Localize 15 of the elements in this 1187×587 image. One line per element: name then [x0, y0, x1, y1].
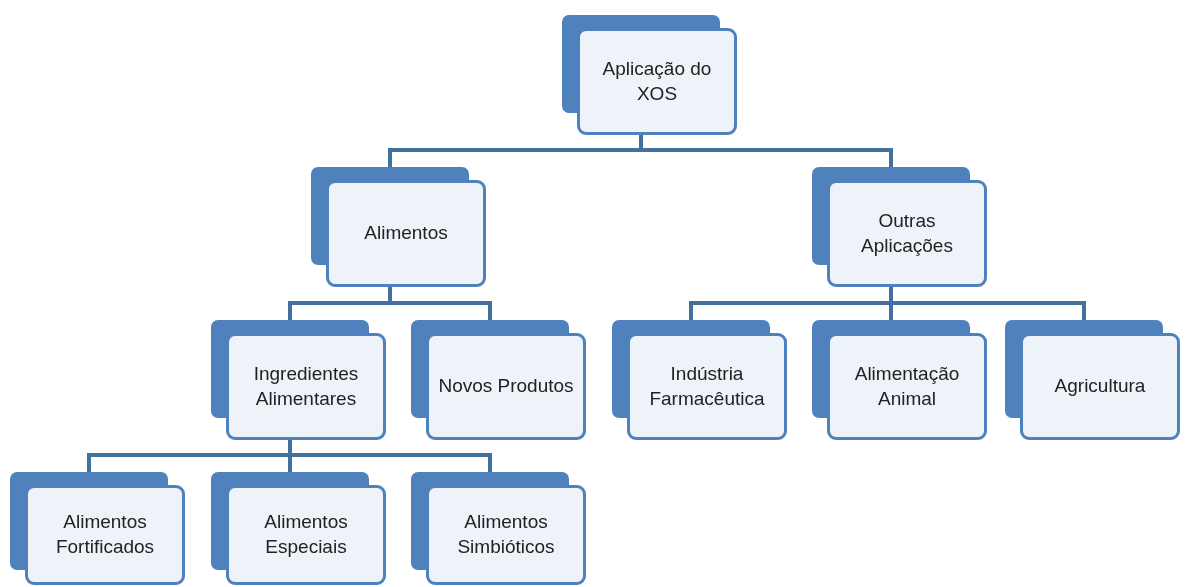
node-label: Aplicação do XOS [601, 56, 713, 106]
node-label: Alimentos Fortificados [54, 510, 156, 559]
node-label: Outras Aplicações [860, 208, 954, 258]
connector-line [889, 287, 1086, 320]
node-label: Indústria Farmacêutica [648, 361, 766, 411]
node-label: Ingredientes Alimentares [252, 361, 360, 411]
node-label: Alimentação Animal [853, 361, 961, 411]
node-label: Novos Produtos [438, 374, 574, 399]
node-label: Alimentos Especiais [263, 510, 349, 559]
node-label: Alimentos Simbióticos [456, 510, 556, 559]
connector-line [288, 440, 492, 472]
node-label: Alimentos [364, 221, 448, 246]
connector-line [639, 135, 893, 167]
connector-line [388, 287, 492, 320]
node-label: Agricultura [1054, 374, 1146, 399]
